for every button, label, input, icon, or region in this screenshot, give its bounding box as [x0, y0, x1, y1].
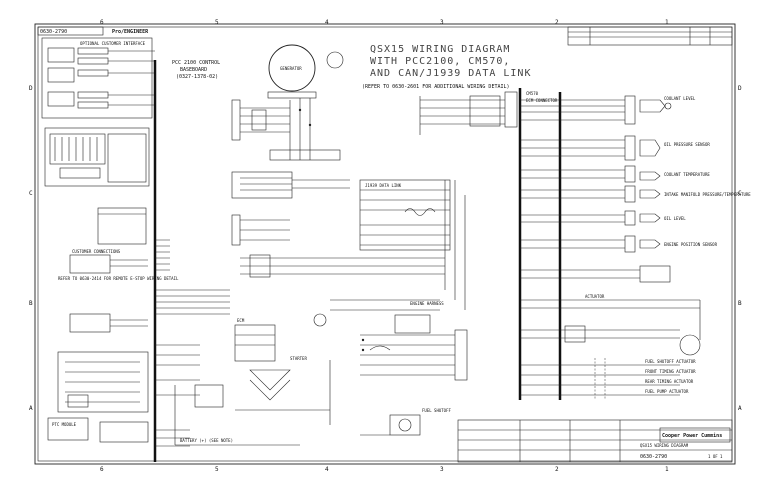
zone-left-a: A — [29, 405, 33, 412]
title-line-3: AND CAN/J1939 DATA LINK — [370, 68, 531, 79]
generator-symbol: GENERATOR — [267, 44, 344, 99]
optional-module — [97, 207, 147, 245]
starter-region: ECM STARTER BATTERY (+) (SEE NOTE) — [174, 313, 331, 446]
fuel-shutoff-label: FUEL SHUTOFF — [422, 408, 451, 413]
zone-right-b: B — [738, 300, 742, 307]
zone-top-2: 2 — [555, 19, 559, 26]
j1939-label: J1939 DATA LINK — [365, 183, 402, 188]
center-connector-block — [231, 171, 350, 246]
revision-table — [567, 26, 733, 46]
rear-timing-actuator-label: REAR TIMING ACTUATOR — [645, 379, 694, 384]
sensor-connectors — [624, 95, 671, 283]
zone-left-b: B — [29, 300, 33, 307]
zone-bottom-3: 3 — [440, 466, 444, 473]
sheet-border — [34, 23, 736, 465]
zone-top-4: 4 — [325, 19, 329, 26]
customer-opt-label: OPTIONAL CUSTOMER INTERFACE — [80, 41, 146, 46]
doc-title-block: QSX15 WIRING DIAGRAM — [640, 443, 689, 448]
refer-note: (REFER TO 0630-2601 FOR ADDITIONAL WIRIN… — [362, 84, 510, 90]
sheet-of-label: 1 OF 1 — [708, 454, 723, 459]
title-line-2: WITH PCC2100, CM570, — [370, 56, 510, 67]
zone-right-c: C — [738, 190, 742, 197]
ecm-connector-label: ECM CONNECTOR — [526, 98, 558, 103]
battery-label: BATTERY (+) (SEE NOTE) — [180, 438, 233, 443]
sheet-inner-border — [37, 26, 733, 462]
sensor-symbols: COOLANT LEVEL OIL PRESSURE SENSOR COOLAN… — [639, 96, 751, 249]
drawing-number: 0630-2790 — [640, 454, 667, 460]
front-timing-actuator-label: FRONT TIMING ACTUATOR — [645, 369, 696, 374]
zone-bottom-5: 5 — [215, 466, 219, 473]
remote-estop-note: REFER TO 0630-2414 FOR REMOTE E-STOP WIR… — [58, 276, 179, 281]
pro-engineer-logo: Pro/ENGINEER — [112, 29, 149, 35]
zone-top-5: 5 — [215, 19, 219, 26]
actuator-label: ACTUATOR — [585, 294, 605, 299]
oil-level-label: OIL LEVEL — [664, 216, 686, 221]
zone-right-d: D — [738, 85, 742, 92]
upper-center-wiring — [231, 98, 341, 161]
generator-circle — [268, 44, 316, 92]
customer-connections-left: CUSTOMER CONNECTIONS — [69, 249, 148, 333]
coolant-temp-label: COOLANT TEMPERATURE — [664, 172, 710, 177]
engine-position-label: ENGINE POSITION SENSOR — [664, 242, 718, 247]
ecm-lower-label: ECM — [237, 318, 245, 323]
actuator-area: ACTUATOR FUEL SHUTOFF ACTUATOR FRONT TIM… — [560, 294, 701, 400]
zone-bottom-2: 2 — [555, 466, 559, 473]
zone-bottom-6: 6 — [100, 466, 104, 473]
zone-top-6: 6 — [100, 19, 104, 26]
left-interface-panel: OPTIONAL CUSTOMER INTERFACE — [41, 37, 155, 119]
zone-bottom-4: 4 — [325, 466, 329, 473]
generator-label: GENERATOR — [280, 66, 302, 71]
fuel-pump-actuator-label: FUEL PUMP ACTUATOR — [645, 389, 689, 394]
zone-markers-right: D C B A — [738, 85, 742, 412]
zone-top-3: 3 — [440, 19, 444, 26]
sheet-number: 0630-2790 — [40, 29, 67, 35]
title-line-1: QSX15 WIRING DIAGRAM — [370, 44, 510, 55]
zone-markers-left: D C B A — [29, 85, 33, 412]
zone-left-c: C — [29, 190, 33, 197]
zone-left-d: D — [29, 85, 33, 92]
display-module — [44, 127, 150, 187]
intake-manifold-label: INTAKE MANIFOLD PRESSURE/TEMPERATURE — [664, 192, 751, 197]
ptc-label: PTC MODULE — [52, 422, 77, 427]
customer-connections-label: CUSTOMER CONNECTIONS — [72, 249, 121, 254]
pcc-part-number: (0327-1378-02) — [176, 74, 218, 80]
fuel-shutoff-symbol: FUEL SHUTOFF — [360, 408, 451, 436]
sensor-wires — [560, 99, 640, 279]
zone-markers-bottom: 6 5 4 3 2 1 — [100, 466, 669, 473]
zone-top-1: 1 — [665, 19, 669, 26]
relay-block — [57, 351, 149, 413]
diagram-title: QSX15 WIRING DIAGRAM WITH PCC2100, CM570… — [362, 44, 531, 90]
coolant-level-label: COOLANT LEVEL — [664, 96, 696, 101]
starter-label: STARTER — [290, 356, 307, 361]
lower-harness: ENGINE HARNESS — [330, 299, 468, 381]
zone-bottom-1: 1 — [665, 466, 669, 473]
pcc-terminals — [155, 239, 230, 447]
ptc-module: PTC MODULE — [47, 417, 149, 443]
cm570-label: CM570 — [526, 91, 539, 96]
engine-harness-label: ENGINE HARNESS — [410, 301, 444, 306]
ecm-connector-upper — [419, 91, 518, 135]
oil-pressure-label: OIL PRESSURE SENSOR — [664, 142, 710, 147]
sheet-number-box — [37, 26, 104, 36]
j1939-bus-lines — [240, 180, 466, 310]
zone-right-a: A — [738, 405, 742, 412]
zone-markers-top: 6 5 4 3 2 1 — [100, 19, 669, 26]
bottom-title-block: Cooper Power Cummins QSX15 WIRING DIAGRA… — [457, 419, 733, 463]
fuel-shutoff-actuator-label: FUEL SHUTOFF ACTUATOR — [645, 359, 696, 364]
j1939-data-link-box: J1939 DATA LINK — [359, 179, 451, 251]
pcc-title: PCC 2100 CONTROL — [172, 60, 220, 66]
pcc-header: PCC 2100 CONTROL BASEBOARD (0327-1378-02… — [172, 60, 220, 80]
ecm-right-wires — [520, 99, 560, 396]
pcc-subtitle: BASEBOARD — [180, 67, 207, 73]
company-name: Cooper Power Cummins — [662, 433, 722, 439]
